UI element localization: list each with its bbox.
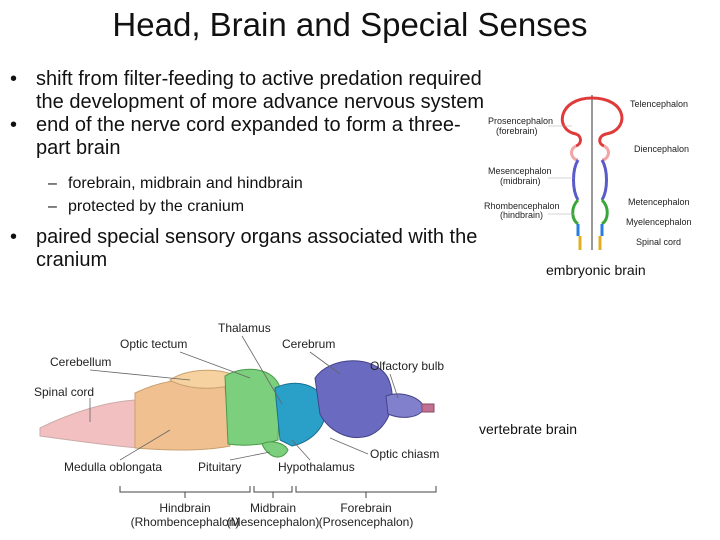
embryonic-brain-caption: embryonic brain: [546, 262, 646, 278]
sub-bullet-list: forebrain, midbrain and hindbrain protec…: [36, 172, 488, 218]
brain-olfactory-tract-shape: [421, 403, 435, 413]
label-metencephalon: Metencephalon: [628, 197, 690, 207]
label-rhombencephalon: (Rhombencephalon): [131, 515, 240, 529]
label-spinal-cord: Spinal cord: [636, 237, 681, 247]
label-mesencephalon: (Mesencephalon): [227, 515, 320, 529]
bullet-text: shift from filter-feeding to active pred…: [36, 68, 485, 113]
label-midbrain: Midbrain: [250, 501, 296, 515]
vertebrate-brain-caption: vertebrate brain: [479, 421, 578, 437]
sub-bullet-item: forebrain, midbrain and hindbrain: [36, 172, 488, 195]
label-hindbrain: (hindbrain): [500, 210, 543, 220]
embryo-myelencephalon-tube: [576, 224, 604, 236]
bullet-text: end of the nerve cord expanded to form a…: [36, 114, 461, 159]
label-diencephalon: Diencephalon: [634, 144, 689, 154]
label-prosencephalon: (Prosencephalon): [319, 515, 414, 529]
label-hypothalamus: Hypothalamus: [278, 460, 355, 474]
label-thalamus: Thalamus: [218, 321, 271, 335]
embryo-diencephalon-tube: [570, 144, 610, 162]
label-myelencephalon: Myelencephalon: [626, 217, 692, 227]
label-telencephalon: Telencephalon: [630, 99, 688, 109]
label-olfactory-bulb: Olfactory bulb: [370, 359, 444, 373]
label-midbrain: (midbrain): [500, 176, 541, 186]
label-mesencephalon: Mesencephalon: [488, 166, 552, 176]
label-cerebrum: Cerebrum: [282, 337, 335, 351]
brain-olfactory-bulb-shape: [385, 393, 425, 418]
label-cerebellum: Cerebellum: [50, 355, 111, 369]
embryo-hindbrain-tube: [571, 198, 609, 226]
embryo-forebrain-tube: [591, 96, 624, 148]
label-pituitary: Pituitary: [198, 460, 241, 474]
label-spinal-cord: Spinal cord: [34, 385, 94, 399]
brain-pituitary-shape: [261, 441, 289, 458]
slide-title: Head, Brain and Special Senses: [112, 6, 588, 43]
leader-lines: [89, 335, 399, 461]
label-prosencephalon: Prosencephalon: [488, 116, 553, 126]
label-optic-chiasm: Optic chiasm: [370, 447, 439, 461]
bullet-text: paired special sensory organs associated…: [36, 226, 478, 271]
sub-bullet-item: protected by the cranium: [36, 195, 488, 218]
bullet-item: shift from filter-feeding to active pred…: [8, 68, 488, 114]
label-forebrain: Forebrain: [340, 501, 391, 515]
vertebrate-brain-figure: Thalamus Optic tectum Cerebrum Cerebellu…: [34, 321, 444, 529]
label-optic-tectum: Optic tectum: [120, 337, 187, 351]
brain-hindbrain-shape: [134, 379, 231, 451]
brain-midbrain-shape: [224, 368, 281, 446]
bullet-item: end of the nerve cord expanded to form a…: [8, 114, 488, 218]
label-hindbrain: Hindbrain: [159, 501, 210, 515]
embryonic-brain-figure: Prosencephalon (forebrain) Mesencephalon…: [484, 95, 692, 250]
label-forebrain: (forebrain): [496, 126, 538, 136]
region-brackets: [119, 486, 437, 498]
embryo-spinal-cord-tube: [578, 236, 602, 250]
embryo-midbrain-tube: [572, 159, 608, 201]
label-rhombencephalon: Rhombencephalon: [484, 201, 560, 211]
bullet-list: shift from filter-feeding to active pred…: [8, 68, 488, 272]
embryo-forebrain-tube: [560, 96, 593, 148]
label-medulla-oblongata: Medulla oblongata: [64, 460, 162, 474]
bullet-item: paired special sensory organs associated…: [8, 226, 488, 272]
